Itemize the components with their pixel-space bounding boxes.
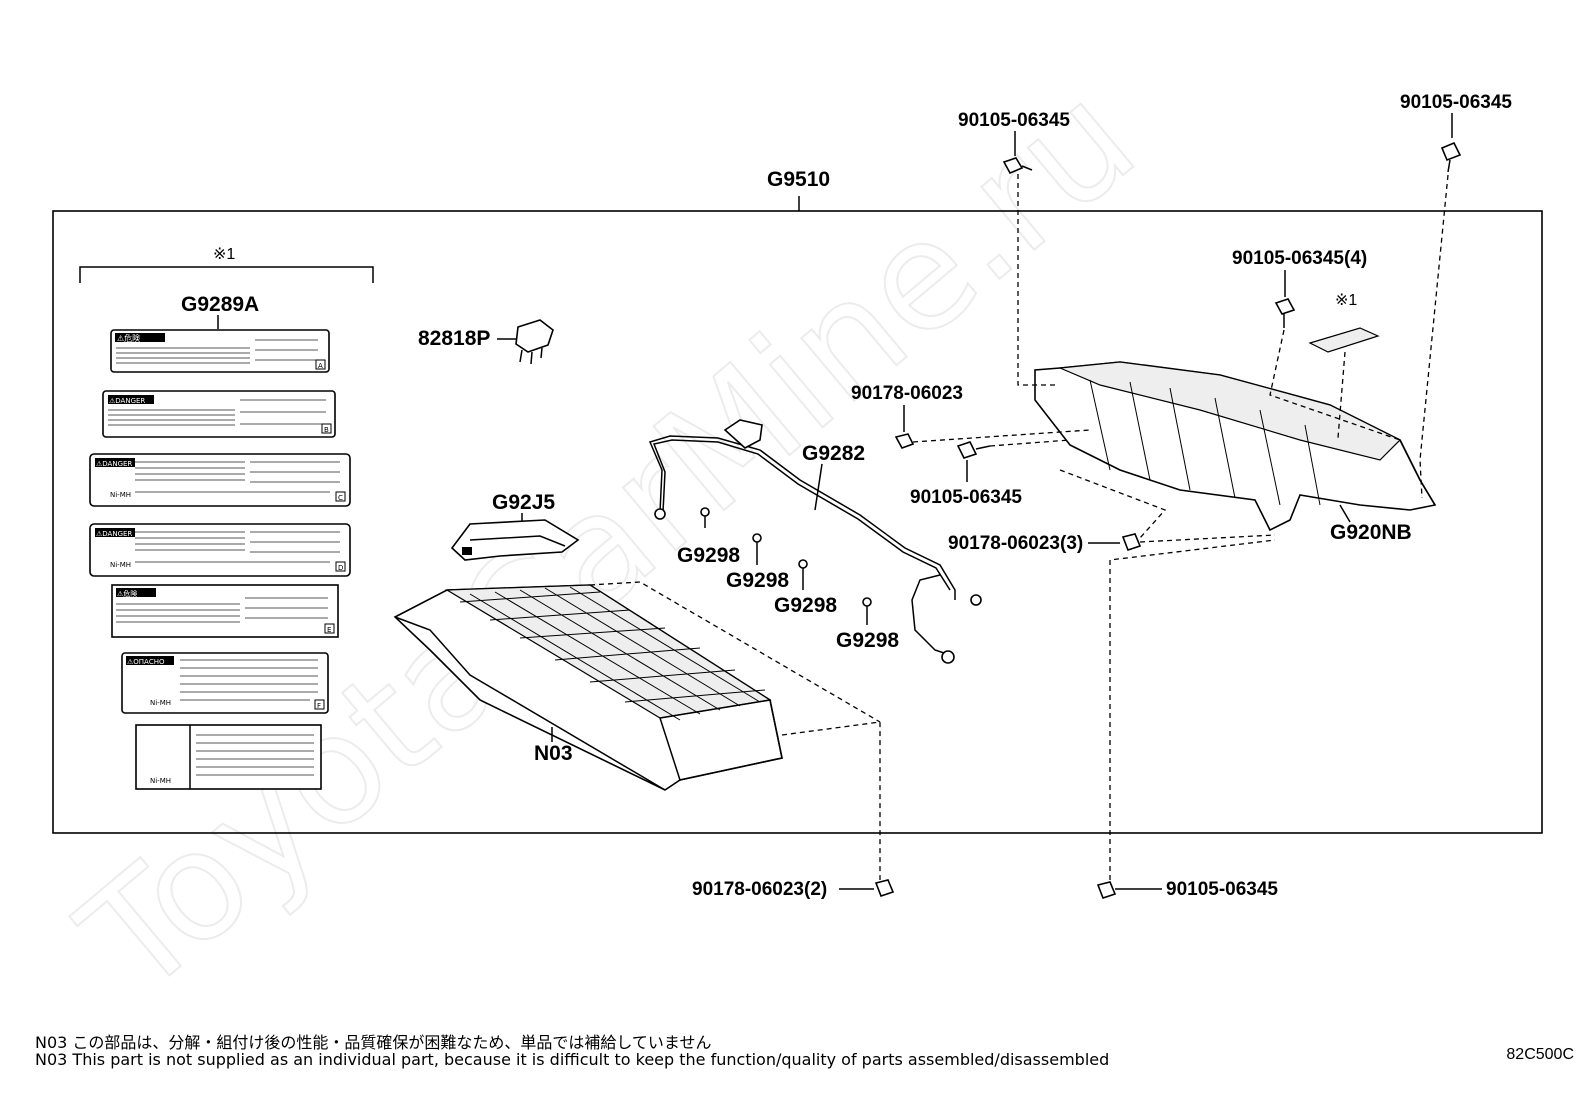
label-bolt-top-mid[interactable]: 90105-06345 (958, 110, 1070, 131)
decal-4[interactable]: ⚠DANGER Ni-MH D (89, 523, 351, 577)
label-nut-two[interactable]: 90178-06023(2) (692, 879, 827, 900)
part-g920nb-cover[interactable] (1034, 361, 1437, 532)
label-nut-three[interactable]: 90178-06023(3) (948, 533, 1083, 554)
decal-1[interactable]: ⚠危険 A (110, 329, 330, 373)
bolt-mid[interactable] (956, 441, 991, 459)
assembly-frame (52, 210, 1543, 834)
svg-text:⚠危険: ⚠危険 (117, 333, 140, 343)
decal-2[interactable]: ⚠DANGER B (102, 390, 336, 438)
decal-3[interactable]: ⚠DANGER Ni-MH C (89, 453, 351, 507)
label-g9282[interactable]: G9282 (802, 442, 865, 465)
bolt-bottom[interactable] (1096, 881, 1125, 900)
clip-g9298-4[interactable] (862, 597, 872, 625)
label-bolt-bottom[interactable]: 90105-06345 (1166, 879, 1278, 900)
nut-three[interactable] (1121, 533, 1142, 552)
svg-text:E: E (327, 626, 331, 634)
label-g9298-1[interactable]: G9298 (677, 544, 740, 567)
part-82818p[interactable] (515, 319, 554, 365)
part-n03-battery[interactable] (393, 584, 783, 791)
label-n03[interactable]: N03 (534, 742, 573, 765)
clip-g9298-2[interactable] (752, 533, 762, 565)
nut-two[interactable] (874, 879, 895, 898)
part-g92j5[interactable] (450, 519, 580, 561)
svg-text:⚠DANGER: ⚠DANGER (109, 397, 145, 405)
label-bolt-mid[interactable]: 90105-06345 (910, 487, 1022, 508)
decal-5[interactable]: ⚠危険 E (111, 584, 339, 638)
diagram-code: 82C500C (1506, 1046, 1574, 1063)
svg-text:⚠危険: ⚠危険 (117, 589, 137, 598)
cover-decal[interactable] (1308, 327, 1380, 353)
svg-text:C: C (338, 494, 343, 502)
svg-text:⚠DANGER: ⚠DANGER (96, 530, 132, 538)
decal-6[interactable]: ⚠ОПАСНО Ni-MH F (121, 652, 329, 714)
label-nut-mid[interactable]: 90178-06023 (851, 383, 963, 404)
label-g9298-4[interactable]: G9298 (836, 629, 899, 652)
label-82818p[interactable]: 82818P (418, 327, 490, 350)
nut-mid[interactable] (894, 433, 915, 449)
bracket-mark: ※1 (213, 246, 235, 263)
svg-text:A: A (318, 362, 323, 370)
svg-text:B: B (324, 426, 329, 434)
svg-text:⚠ОПАСНО: ⚠ОПАСНО (127, 658, 165, 666)
svg-text:D: D (338, 564, 343, 572)
decal-7[interactable]: Ni-MH (135, 724, 322, 790)
clip-g9298-1[interactable] (700, 507, 710, 528)
bolt-top-right[interactable] (1440, 141, 1462, 173)
svg-text:Ni-MH: Ni-MH (110, 561, 131, 569)
label-g9510[interactable]: G9510 (767, 168, 830, 191)
part-g9282-harness[interactable] (648, 419, 982, 664)
svg-text:Ni-MH: Ni-MH (150, 777, 171, 785)
bolt-top-mid[interactable] (1002, 157, 1033, 175)
svg-text:F: F (317, 702, 321, 710)
note-english: N03 This part is not supplied as an indi… (35, 1050, 1110, 1069)
cover-mark: ※1 (1335, 292, 1357, 309)
label-bolt-top-right[interactable]: 90105-06345 (1400, 92, 1512, 113)
clip-g9298-3[interactable] (798, 559, 808, 590)
label-g9289a[interactable]: G9289A (181, 293, 259, 316)
label-bolt-four[interactable]: 90105-06345(4) (1232, 248, 1367, 269)
bolt-four[interactable] (1274, 298, 1296, 328)
label-g92j5[interactable]: G92J5 (492, 491, 555, 514)
svg-text:Ni-MH: Ni-MH (110, 491, 131, 499)
label-g920nb[interactable]: G920NB (1330, 521, 1412, 544)
label-g9298-2[interactable]: G9298 (726, 569, 789, 592)
svg-text:⚠DANGER: ⚠DANGER (96, 460, 132, 468)
svg-text:Ni-MH: Ni-MH (150, 699, 171, 707)
decal-bracket (79, 266, 374, 283)
note-japanese: N03 この部品は、分解・組付け後の性能・品質確保が困難なため、単品では補給して… (35, 1033, 712, 1052)
label-g9298-3[interactable]: G9298 (774, 594, 837, 617)
